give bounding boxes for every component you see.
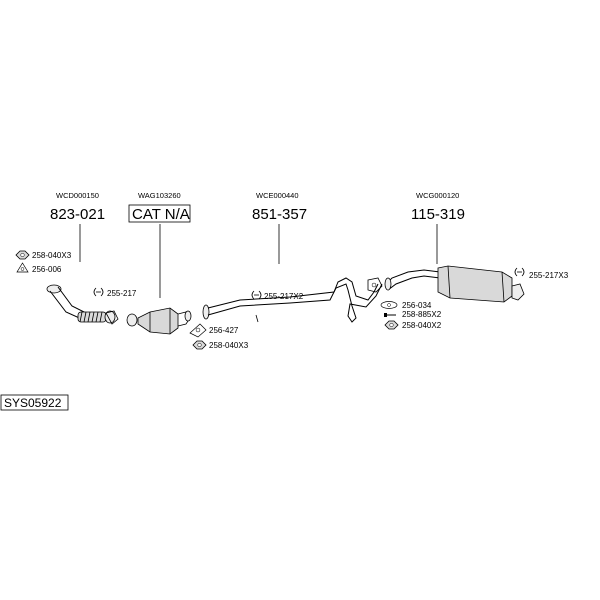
callout-nut-front: 258-040X3 — [32, 251, 72, 260]
catalytic-converter — [126, 307, 192, 335]
callout-clamp-mid: 255-217X2 — [264, 292, 304, 301]
callout-nut-cat: 258-040X3 — [209, 341, 249, 350]
rear-silencer — [384, 265, 525, 303]
callout-gasket-rear: 256-034 — [402, 301, 432, 310]
assembly-code-1: WCD000150 — [56, 191, 99, 200]
hex-nut-icon — [384, 320, 399, 330]
callout-gasket-front: 256-006 — [32, 265, 62, 274]
flange-icon — [367, 277, 383, 293]
callout-gasket-cat: 256-427 — [209, 326, 239, 335]
clamp-icon — [514, 267, 525, 277]
clamp-icon — [93, 287, 104, 297]
front-pipe — [46, 284, 119, 325]
system-id-box — [0, 394, 69, 411]
callout-clamp-front: 255-217 — [107, 289, 137, 298]
assembly-part-1: 823-021 — [50, 206, 105, 223]
hex-nut-icon — [15, 250, 30, 260]
gasket-icon — [189, 323, 207, 338]
callout-bolt-rear: 258-885X2 — [402, 310, 442, 319]
assembly-code-2: WAG103260 — [138, 191, 181, 200]
clamp-icon — [251, 290, 262, 300]
gasket-icon — [380, 301, 398, 309]
bolt-icon — [384, 313, 396, 317]
hex-nut-icon — [192, 340, 207, 350]
assembly-code-3: WCE000440 — [256, 191, 299, 200]
part-box — [128, 204, 191, 223]
system-id: SYS05922 — [4, 396, 62, 410]
callout-nut-rear: 258-040X2 — [402, 321, 442, 330]
assembly-part-3: 851-357 — [252, 206, 307, 223]
middle-pipe — [202, 277, 383, 323]
assembly-part-2: CAT N/A — [132, 206, 190, 223]
assembly-part-4: 115-319 — [411, 206, 465, 223]
triangle-gasket-icon — [16, 262, 29, 273]
callout-clamp-rear: 255-217X3 — [529, 271, 569, 280]
assembly-code-4: WCG000120 — [416, 191, 459, 200]
